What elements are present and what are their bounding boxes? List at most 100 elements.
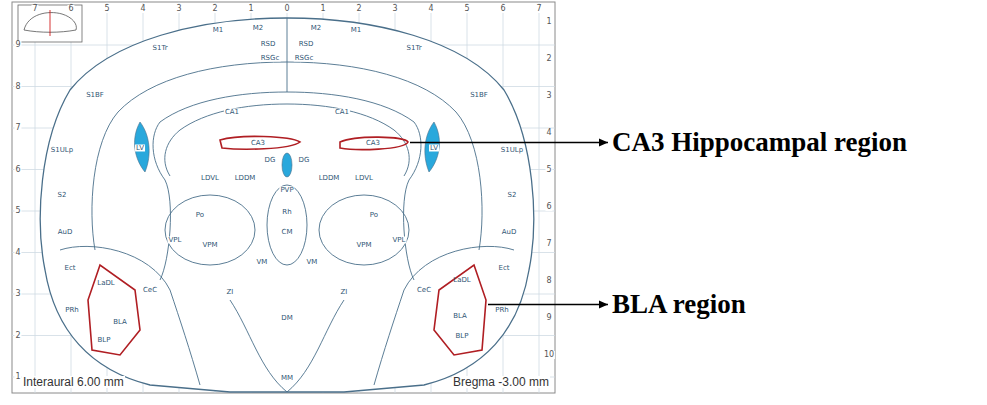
region-label: DM [280,315,293,322]
axis-number: 3 [175,5,182,13]
axis-number: 1 [14,373,21,381]
region-label: Po [195,212,205,219]
region-label: VPM [201,242,218,249]
region-label: RSD [298,41,315,48]
region-label: PRh [494,307,510,314]
axis-number: 10 [543,351,555,359]
region-label: ZI [226,289,235,296]
region-label: CA1 [334,109,350,116]
region-label: CM [281,229,294,236]
axis-number: 0 [283,5,290,13]
callout-text: BLA region [612,289,746,320]
highlighted-region: LaDL BLA BLP [432,262,488,358]
axis-number: 1 [545,18,552,26]
axis-number: 2 [355,5,362,13]
plate-caption: Interaural 6.00 mm [22,376,125,388]
region-label: LDVL [200,175,220,182]
axis-number: 5 [545,166,552,174]
axis-number: 2 [211,5,218,13]
axis-number: 5 [463,5,470,13]
region-label: CA1 [224,109,240,116]
region-label: S1BF [85,92,105,99]
axis-number: 4 [545,129,552,137]
axis-number: 5 [103,5,110,13]
highlighted-region: CA3 [336,134,410,152]
axis-number: 3 [14,290,21,298]
axis-number: 8 [14,83,21,91]
region-label: AuD [57,229,74,236]
region-label: LDDM [318,175,341,182]
axis-number: 7 [545,240,552,248]
axis-number: 1 [247,5,254,13]
region-label: LaDL [96,280,115,287]
axis-number: 3 [391,5,398,13]
axis-number: 6 [67,5,74,13]
region-label: VPL [168,237,183,244]
region-label: RSGc [260,55,281,62]
axis-number: 8 [545,277,552,285]
region-label: S2 [507,192,518,199]
region-label: VM [306,259,319,266]
region-label: M2 [252,25,265,32]
region-label: S1Tr [405,45,422,52]
region-label: VPL [392,237,407,244]
region-label: CeC [142,287,158,294]
region-outline-path [434,265,486,355]
callout-arrow [410,142,608,144]
region-label: S1ULp [500,147,524,154]
axis-number: 7 [31,5,38,13]
region-label: AuD [501,229,518,236]
region-label: DG [298,157,311,164]
callout-label: BLA region [612,289,746,320]
region-label: Ect [63,265,76,272]
region-label: LaDL [453,277,470,284]
axis-number: 6 [14,166,21,174]
region-label: BLA [453,313,467,320]
region-label: CA3 [250,140,266,147]
callout-arrow [488,304,608,306]
axis-number: 9 [14,41,21,49]
callout-text: CA3 Hippocampal region [612,127,907,158]
region-label: LDVL [354,175,374,182]
region-label: S1ULp [50,147,74,154]
plate-caption: Bregma -3.00 mm [452,376,550,388]
region-label: Ect [497,265,510,272]
region-label: S1Tr [151,45,168,52]
region-label: Po [369,212,379,219]
region-label: LV [135,145,145,152]
axis-number: 6 [499,5,506,13]
axis-number: 4 [139,5,146,13]
region-label: RSD [260,41,277,48]
region-label: PVP [279,187,294,194]
region-label: BLA [112,319,128,326]
region-label: PRh [64,307,80,314]
region-label: BLP [456,333,469,340]
region-outline-path [340,137,408,149]
region-label: S2 [57,192,68,199]
region-label: Rh [281,209,292,216]
region-label: LDDM [234,175,257,182]
axis-number: 3 [545,92,552,100]
axis-number: 5 [14,207,21,215]
region-label: S1BF [469,92,489,99]
region-label: CeC [416,287,432,294]
region-label: DG [264,157,277,164]
region-label: M1 [212,27,225,34]
axis-number: 7 [14,124,21,132]
region-label: LV [429,145,439,152]
axis-number: 7 [535,5,542,13]
axis-number: 2 [14,332,21,340]
region-label: RSGc [294,55,315,62]
region-label: VM [256,259,269,266]
region-label: M2 [310,25,323,32]
region-label: M1 [350,27,363,34]
axis-number: 1 [319,5,326,13]
region-label: BLP [97,337,112,344]
axis-number: 6 [545,203,552,211]
region-label: ZI [340,289,349,296]
axis-number: 4 [14,249,21,257]
axis-number: 2 [545,55,552,63]
